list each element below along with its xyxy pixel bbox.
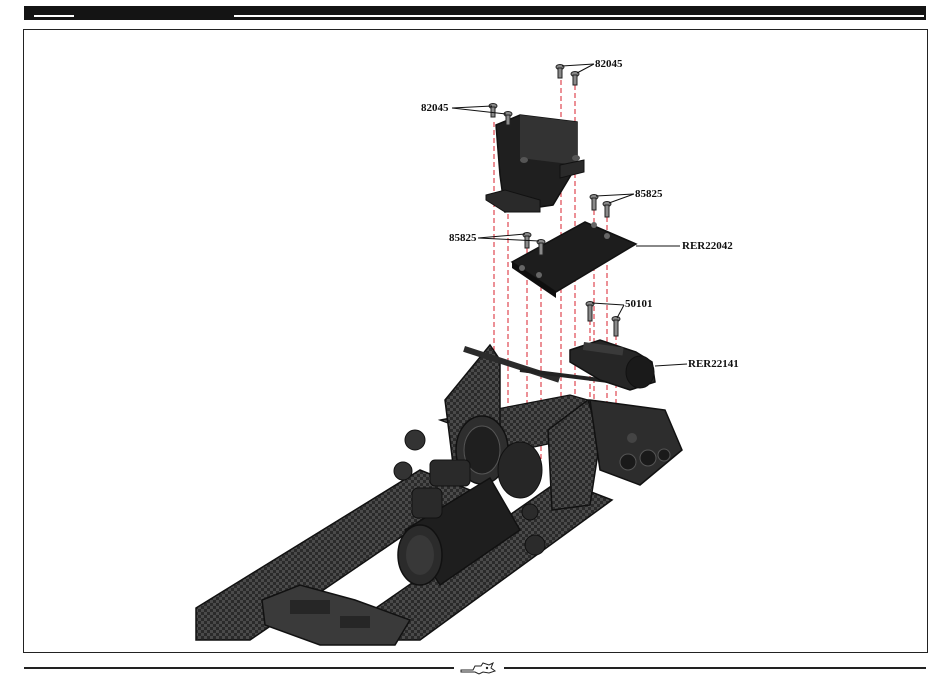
callout-50101: 50101 [625,298,653,310]
callout-85825-right: 85825 [635,188,663,200]
callout-rer22141: RER22141 [688,358,739,370]
front-mount [590,400,682,485]
screw-82045-a [556,65,564,79]
screw-82045-b [571,72,579,86]
callout-82045-left: 82045 [421,102,449,114]
screw-50101-b [612,317,620,337]
callout-85825-left: 85825 [449,232,477,244]
callout-rer22042: RER22042 [682,240,733,252]
servo [486,115,584,212]
callout-82045-top: 82045 [595,58,623,70]
screw-82045-c [489,104,497,118]
callout-leaders [452,64,687,366]
screw-85825-b [603,202,611,218]
servo-saver-mount [570,340,655,390]
footer-rule-right [504,667,926,669]
footer-rule-left [24,667,454,669]
screw-85825-a [590,195,598,211]
skid-mount [262,585,410,645]
redcat-logo-icon [459,660,499,676]
screw-50101-a [586,302,594,322]
